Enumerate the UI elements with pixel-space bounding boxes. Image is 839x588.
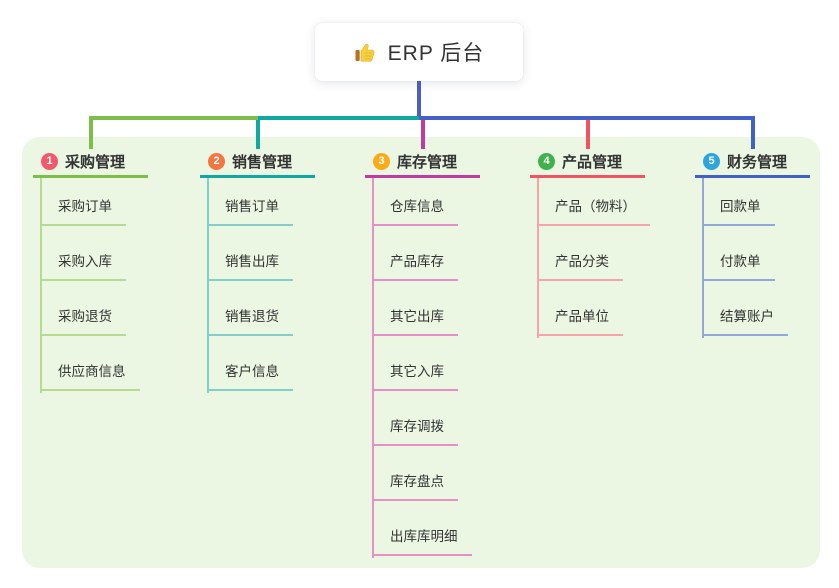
root-title: ERP 后台 xyxy=(387,42,485,65)
branch-1-drop-line xyxy=(88,120,93,149)
child-node-label: 产品分类 xyxy=(555,254,609,269)
child-node-label: 销售出库 xyxy=(225,254,279,269)
branch-1-spine-line xyxy=(40,178,42,393)
root-node[interactable]: ERP 后台 xyxy=(315,23,523,81)
child-node-label: 客户信息 xyxy=(225,364,279,379)
branch-5: 5 财务管理回款单付款单结算账户 xyxy=(695,147,810,338)
branch-2-child-node[interactable]: 销售出库 xyxy=(207,226,293,281)
branches-background-panel xyxy=(22,137,820,568)
child-node-label: 销售订单 xyxy=(225,199,279,214)
branch-2-number-badge: 2 xyxy=(208,152,225,170)
connector-segment-right xyxy=(417,116,755,120)
branch-3-child-node[interactable]: 其它入库 xyxy=(372,336,458,391)
branch-1: 1 采购管理采购订单采购入库采购退货供应商信息 xyxy=(33,147,148,393)
child-node-label: 出库库明细 xyxy=(390,529,458,544)
branch-3-spine-line xyxy=(372,178,374,558)
branch-3-child-node[interactable]: 仓库信息 xyxy=(372,178,458,226)
branch-2-child-node[interactable]: 销售订单 xyxy=(207,178,293,226)
branch-4-drop-line xyxy=(585,120,590,149)
child-node-label: 采购入库 xyxy=(58,254,112,269)
branch-1-child-node[interactable]: 采购订单 xyxy=(40,178,126,226)
branch-3-children: 仓库信息产品库存其它出库其它入库库存调拨库存盘点出库库明细 xyxy=(365,178,480,558)
branch-3-child-node[interactable]: 库存盘点 xyxy=(372,446,458,501)
branch-5-drop-line xyxy=(750,120,755,149)
child-node-label: 库存调拨 xyxy=(390,419,444,434)
child-node-label: 仓库信息 xyxy=(390,199,444,214)
branch-4-header[interactable]: 4 产品管理 xyxy=(530,147,645,178)
branch-1-child-node[interactable]: 供应商信息 xyxy=(40,336,140,391)
branch-2-child-node[interactable]: 销售退货 xyxy=(207,281,293,336)
branch-1-header[interactable]: 1 采购管理 xyxy=(33,147,148,178)
branch-1-child-node[interactable]: 采购入库 xyxy=(40,226,126,281)
branch-4: 4 产品管理产品（物料） 产品分类产品单位 xyxy=(530,147,650,338)
branch-3-number-badge: 3 xyxy=(373,152,390,170)
branch-2: 2 销售管理销售订单销售出库销售退货客户信息 xyxy=(200,147,315,393)
branch-3-child-node[interactable]: 库存调拨 xyxy=(372,391,458,446)
branch-1-number-badge: 1 xyxy=(41,152,58,170)
branch-5-child-node[interactable]: 付款单 xyxy=(702,226,775,281)
branch-4-title: 产品管理 xyxy=(562,153,623,171)
child-node-label: 供应商信息 xyxy=(58,364,126,379)
child-node-label: 库存盘点 xyxy=(390,474,444,489)
child-node-label: 采购订单 xyxy=(58,199,112,214)
branch-2-children: 销售订单销售出库销售退货客户信息 xyxy=(200,178,315,393)
branch-3-drop-line xyxy=(420,120,425,149)
branch-3-title: 库存管理 xyxy=(397,153,458,171)
branch-4-child-node[interactable]: 产品分类 xyxy=(537,226,623,281)
branch-3: 3 库存管理仓库信息产品库存其它出库其它入库库存调拨库存盘点出库库明细 xyxy=(365,147,480,558)
child-node-label: 产品单位 xyxy=(555,309,609,324)
child-node-label: 付款单 xyxy=(720,254,761,269)
branch-1-children: 采购订单采购入库采购退货供应商信息 xyxy=(33,178,148,393)
branch-4-spine-line xyxy=(537,178,539,338)
branch-2-title: 销售管理 xyxy=(232,153,293,171)
connector-segment-mid xyxy=(255,116,419,120)
branch-5-title: 财务管理 xyxy=(727,153,788,171)
branch-5-child-node[interactable]: 结算账户 xyxy=(702,281,788,336)
branch-1-child-node[interactable]: 采购退货 xyxy=(40,281,126,336)
child-node-label: 销售退货 xyxy=(225,309,279,324)
child-node-label: 结算账户 xyxy=(720,309,774,324)
branch-4-number-badge: 4 xyxy=(538,152,555,170)
child-node-label: 采购退货 xyxy=(58,309,112,324)
child-node-label: 其它入库 xyxy=(390,364,444,379)
branch-1-title: 采购管理 xyxy=(65,153,126,171)
root-connector-line xyxy=(417,81,421,120)
branch-4-children: 产品（物料） 产品分类产品单位 xyxy=(530,178,650,338)
branch-5-header[interactable]: 5 财务管理 xyxy=(695,147,810,178)
branch-5-spine-line xyxy=(702,178,704,338)
branch-2-drop-line xyxy=(255,120,260,149)
branch-4-child-node[interactable]: 产品单位 xyxy=(537,281,623,336)
branch-2-header[interactable]: 2 销售管理 xyxy=(200,147,315,178)
child-node-label: 其它出库 xyxy=(390,309,444,324)
branch-3-child-node[interactable]: 出库库明细 xyxy=(372,501,472,556)
child-node-label: 回款单 xyxy=(720,199,761,214)
branch-5-number-badge: 5 xyxy=(703,152,720,170)
connector-segment-left xyxy=(88,116,258,120)
branch-2-spine-line xyxy=(207,178,209,393)
branch-4-child-node[interactable]: 产品（物料） xyxy=(537,178,650,226)
thumbs-up-icon xyxy=(354,40,378,64)
branch-5-children: 回款单付款单结算账户 xyxy=(695,178,810,338)
branch-3-child-node[interactable]: 其它出库 xyxy=(372,281,458,336)
branch-2-child-node[interactable]: 客户信息 xyxy=(207,336,293,391)
child-node-label: 产品（物料） xyxy=(555,199,636,214)
branch-5-child-node[interactable]: 回款单 xyxy=(702,178,775,226)
branch-3-header[interactable]: 3 库存管理 xyxy=(365,147,480,178)
branch-3-child-node[interactable]: 产品库存 xyxy=(372,226,458,281)
child-node-label: 产品库存 xyxy=(390,254,444,269)
